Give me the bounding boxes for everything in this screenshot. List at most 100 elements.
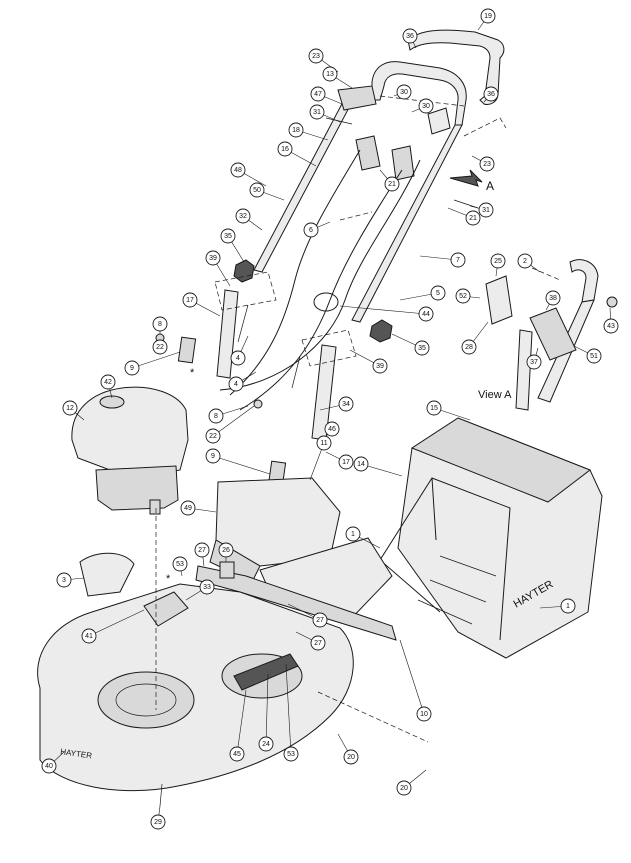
callout-number: 23 bbox=[312, 53, 320, 60]
callout-circle bbox=[345, 526, 361, 542]
callout-number: 46 bbox=[328, 426, 336, 433]
callout-circle bbox=[310, 86, 326, 102]
callout-35: 35 bbox=[391, 333, 430, 356]
callout-circle bbox=[324, 421, 340, 437]
callout-42: 42 bbox=[100, 374, 116, 399]
callout-14: 14 bbox=[353, 456, 403, 477]
callout-number: 9 bbox=[211, 453, 215, 460]
leader-line bbox=[285, 663, 292, 755]
callout-3: 3 bbox=[56, 572, 85, 588]
callout-number: 4 bbox=[236, 355, 240, 362]
callout-number: 38 bbox=[549, 295, 557, 302]
callout-number: 8 bbox=[158, 321, 162, 328]
front-cover-3 bbox=[79, 552, 135, 597]
callout-circle bbox=[343, 749, 359, 765]
callout-circle bbox=[490, 253, 506, 269]
cable-2 bbox=[239, 169, 403, 411]
callout-number: 1 bbox=[566, 603, 570, 610]
engine bbox=[71, 386, 189, 515]
callout-22: 22 bbox=[152, 339, 168, 355]
callouts: 1936362313303047311823164850212131323567… bbox=[41, 8, 619, 830]
callout-circle bbox=[465, 210, 481, 226]
callout-6: 6 bbox=[303, 221, 331, 238]
callout-34: 34 bbox=[319, 396, 354, 412]
callout-circle bbox=[152, 316, 168, 332]
callout-36: 36 bbox=[483, 86, 499, 103]
view-a-arm2 bbox=[515, 329, 533, 411]
callout-29: 29 bbox=[150, 805, 166, 830]
callout-circle bbox=[545, 290, 561, 306]
callout-number: 21 bbox=[469, 215, 477, 222]
callout-18: 18 bbox=[288, 122, 329, 141]
lever-block-right bbox=[391, 145, 415, 181]
callout-circle bbox=[309, 104, 325, 120]
callout-52: 52 bbox=[455, 288, 481, 304]
callout-number: 39 bbox=[209, 255, 217, 262]
callout-number: 39 bbox=[376, 363, 384, 370]
callout-circle bbox=[81, 628, 97, 644]
callout-circle bbox=[353, 456, 369, 472]
callout-circle bbox=[450, 252, 466, 268]
callout-number: 25 bbox=[494, 258, 502, 265]
callout-circle bbox=[182, 292, 198, 308]
callout-circle bbox=[560, 598, 576, 614]
callout-circle bbox=[586, 348, 602, 364]
callout-circle bbox=[416, 706, 432, 722]
callout-circle bbox=[303, 222, 319, 238]
callout-number: 7 bbox=[456, 257, 460, 264]
callout-number: 43 bbox=[607, 323, 615, 330]
callout-number: 49 bbox=[184, 505, 192, 512]
callout-circle bbox=[455, 288, 471, 304]
callout-number: 32 bbox=[239, 213, 247, 220]
callout-circle bbox=[152, 339, 168, 355]
callout-number: 4 bbox=[234, 381, 238, 388]
view-a-handle bbox=[569, 259, 599, 303]
deck-brand: HAYTER bbox=[60, 747, 93, 760]
handle-assembly bbox=[155, 29, 507, 488]
callout-11: 11 bbox=[309, 435, 332, 481]
callout-circle bbox=[402, 28, 418, 44]
callout-circle bbox=[316, 435, 332, 451]
callout-number: 1 bbox=[351, 531, 355, 538]
callout-circle bbox=[205, 250, 221, 266]
grass-box bbox=[379, 417, 603, 659]
callout-circle bbox=[220, 228, 236, 244]
callout-number: 50 bbox=[253, 187, 261, 194]
bracket-41 bbox=[143, 591, 189, 627]
callout-5: 5 bbox=[399, 285, 446, 301]
cable-1 bbox=[229, 149, 361, 396]
asterisk-upper: * bbox=[190, 367, 195, 379]
lever-block-left bbox=[355, 135, 381, 171]
mower-deck bbox=[37, 508, 429, 807]
callout-number: 24 bbox=[262, 741, 270, 748]
callout-number: 44 bbox=[422, 311, 430, 318]
callout-53: 53 bbox=[172, 556, 188, 577]
callout-22: 22 bbox=[205, 405, 255, 444]
leader-line bbox=[236, 689, 247, 755]
callout-number: 27 bbox=[314, 640, 322, 647]
callout-23: 23 bbox=[471, 155, 495, 172]
engine-cover bbox=[71, 386, 189, 477]
callout-circle bbox=[308, 48, 324, 64]
callout-number: 35 bbox=[418, 345, 426, 352]
callout-number: 27 bbox=[316, 617, 324, 624]
callout-number: 51 bbox=[590, 353, 598, 360]
callout-circle bbox=[526, 354, 542, 370]
callout-circle bbox=[479, 156, 495, 172]
leader-line bbox=[131, 351, 181, 369]
callout-31: 31 bbox=[469, 202, 494, 218]
callout-number: 14 bbox=[357, 461, 365, 468]
callout-number: 13 bbox=[326, 71, 334, 78]
callout-circle bbox=[483, 86, 499, 102]
callout-circle bbox=[62, 400, 78, 416]
callout-number: 42 bbox=[104, 379, 112, 386]
callout-1: 1 bbox=[539, 598, 576, 614]
callout-circle bbox=[517, 253, 533, 269]
callout-circle bbox=[384, 176, 400, 192]
engine-block bbox=[95, 465, 179, 511]
callout-number: 8 bbox=[214, 413, 218, 420]
callout-circle bbox=[338, 454, 354, 470]
callout-13: 13 bbox=[322, 66, 353, 89]
